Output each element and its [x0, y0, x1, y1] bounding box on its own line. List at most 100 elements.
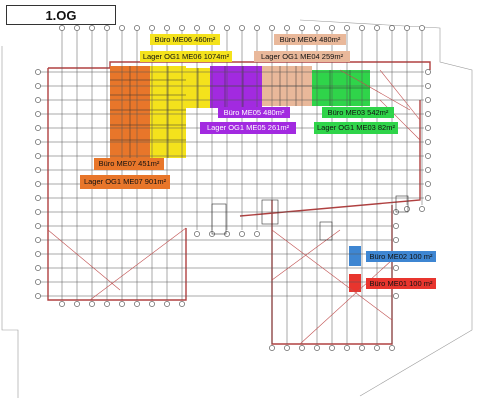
- label-me04-storage: Lager OG1 ME04 259m²: [254, 51, 350, 62]
- label-me02-office: Büro ME02 100 m²: [366, 251, 436, 262]
- grid-bubble: [344, 25, 350, 31]
- grid-bubble: [284, 25, 290, 31]
- grid-bubble: [59, 25, 65, 31]
- grid-bubble: [35, 83, 41, 89]
- grid-bubble: [425, 125, 431, 131]
- grid-bubble: [393, 293, 399, 299]
- grid-bubble: [194, 25, 200, 31]
- grid-bubble: [254, 25, 260, 31]
- grid-bubble: [104, 25, 110, 31]
- grid-bubble: [104, 301, 110, 307]
- grid-bubble: [119, 301, 125, 307]
- label-me03-office: Büro ME03 542m²: [322, 107, 394, 118]
- grid-bubble: [149, 25, 155, 31]
- grid-bubble: [35, 153, 41, 159]
- grid-axis-markers: [35, 25, 431, 351]
- grid-bubble: [134, 25, 140, 31]
- unit-me05-purple: [210, 66, 262, 108]
- grid-bubble: [404, 25, 410, 31]
- grid-bubble: [224, 25, 230, 31]
- grid-bubble: [74, 25, 80, 31]
- grid-bubble: [359, 345, 365, 351]
- site-boundary: [1, 19, 473, 398]
- grid-bubble: [329, 25, 335, 31]
- grid-bubble: [374, 345, 380, 351]
- grid-bubble: [425, 167, 431, 173]
- grid-bubble: [89, 25, 95, 31]
- grid-bubble: [89, 301, 95, 307]
- label-me06-storage: Lager OG1 ME06 1074m²: [140, 51, 232, 62]
- grid-bubble: [134, 301, 140, 307]
- grid-bubble: [35, 279, 41, 285]
- grid-bubble: [74, 301, 80, 307]
- grid-bubble: [314, 25, 320, 31]
- label-me03-storage: Lager OG1 ME03 82m²: [314, 122, 398, 134]
- grid-bubble: [35, 251, 41, 257]
- grid-bubble: [299, 345, 305, 351]
- label-me04-office: Büro ME04 480m²: [274, 34, 346, 45]
- stair-cores: [211, 195, 409, 241]
- grid-bubble: [209, 25, 215, 31]
- grid-bubble: [149, 301, 155, 307]
- grid-bubble: [299, 25, 305, 31]
- grid-bubble: [35, 167, 41, 173]
- grid-bubble: [239, 231, 245, 237]
- grid-bubble: [389, 345, 395, 351]
- grid-bubble: [35, 97, 41, 103]
- grid-bubble: [393, 237, 399, 243]
- grid-bubble: [239, 25, 245, 31]
- grid-bubble: [425, 181, 431, 187]
- grid-bubble: [425, 111, 431, 117]
- grid-bubble: [419, 206, 425, 212]
- grid-bubble: [164, 25, 170, 31]
- grid-bubble: [35, 265, 41, 271]
- grid-bubble: [269, 25, 275, 31]
- label-me05-office: Büro ME05 480m²: [218, 107, 290, 118]
- grid-bubble: [425, 83, 431, 89]
- grid-bubble: [254, 231, 260, 237]
- label-me07-office: Büro ME07 451m²: [94, 158, 164, 170]
- grid-bubble: [59, 301, 65, 307]
- grid-bubble: [35, 293, 41, 299]
- structural-grid: [40, 30, 424, 344]
- grid-bubble: [425, 139, 431, 145]
- floor-label: 1.OG: [6, 5, 116, 25]
- grid-bubble: [35, 69, 41, 75]
- grid-bubble: [179, 301, 185, 307]
- label-me01-office: Büro ME01 100 m²: [366, 278, 436, 289]
- label-me06-office: Büro ME06 460m²: [150, 34, 220, 45]
- grid-bubble: [425, 97, 431, 103]
- roof-diagonals: [47, 69, 421, 345]
- grid-bubble: [359, 25, 365, 31]
- grid-bubble: [35, 237, 41, 243]
- grid-bubble: [35, 139, 41, 145]
- unit-me01-red: [349, 274, 361, 292]
- unit-me02-blue: [349, 246, 361, 266]
- grid-bubble: [284, 345, 290, 351]
- grid-bubble: [35, 209, 41, 215]
- grid-bubble: [389, 25, 395, 31]
- label-me05-storage: Lager OG1 ME05 261m²: [200, 122, 296, 134]
- grid-bubble: [425, 69, 431, 75]
- grid-bubble: [35, 195, 41, 201]
- grid-bubble: [35, 125, 41, 131]
- grid-bubble: [393, 265, 399, 271]
- grid-bubble: [419, 25, 425, 31]
- grid-bubble: [179, 25, 185, 31]
- grid-bubble: [164, 301, 170, 307]
- grid-bubble: [329, 345, 335, 351]
- grid-bubble: [344, 345, 350, 351]
- grid-bubble: [425, 153, 431, 159]
- grid-bubble: [269, 345, 275, 351]
- label-me07-storage: Lager OG1 ME07 901m²: [80, 175, 170, 189]
- grid-bubble: [393, 223, 399, 229]
- grid-bubble: [35, 181, 41, 187]
- grid-bubble: [35, 111, 41, 117]
- grid-bubble: [35, 223, 41, 229]
- grid-bubble: [374, 25, 380, 31]
- grid-bubble: [404, 206, 410, 212]
- grid-bubble: [314, 345, 320, 351]
- grid-bubble: [425, 195, 431, 201]
- grid-bubble: [119, 25, 125, 31]
